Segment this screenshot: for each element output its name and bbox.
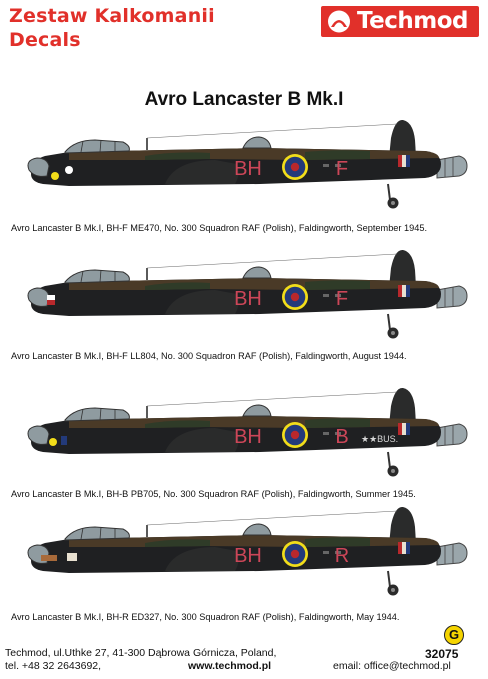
footer-email[interactable]: email: office@techmod.pl: [333, 660, 451, 672]
aircraft-2-caption: Avro Lancaster B Mk.I, BH-F LL804, No. 3…: [11, 351, 407, 361]
scale-badge: G: [444, 625, 464, 645]
header-title-line2: Decals: [9, 29, 81, 51]
footer-website-link[interactable]: www.techmod.pl: [188, 660, 272, 672]
aircraft-profile-4: BH R: [27, 505, 468, 597]
catalog-number: 32075: [425, 647, 459, 661]
aircraft-2-nose-flag-red-icon: [47, 300, 55, 305]
aircraft-4-code-left: BH: [234, 545, 262, 567]
brand-name: Techmod: [357, 8, 468, 34]
aircraft-1-code-left: BH: [234, 158, 262, 180]
aircraft-1-code-right: F: [336, 158, 348, 180]
aircraft-4-nose-badge-icon: [67, 553, 77, 561]
aircraft-2-code-right: F: [336, 288, 348, 310]
aircraft-3-nose-shield-icon: [61, 436, 67, 445]
aircraft-4-code-right: R: [335, 545, 349, 567]
aircraft-profile-3: BH B ★★BUS.: [27, 386, 468, 478]
aircraft-3-caption: Avro Lancaster B Mk.I, BH-B PB705, No. 3…: [11, 489, 416, 499]
aircraft-3-code-left: BH: [234, 426, 262, 448]
footer-phone: tel. +48 32 2643692,: [5, 660, 102, 672]
aircraft-4-caption: Avro Lancaster B Mk.I, BH-R ED327, No. 3…: [11, 612, 400, 622]
aircraft-3-code-right: B: [335, 426, 348, 448]
footer-address: Techmod, ul.Uthke 27, 41-300 Dąbrowa Gór…: [5, 647, 277, 659]
aircraft-1-nose-badge-icon: [65, 166, 73, 174]
header-title: Zestaw Kalkomanii Decals: [9, 4, 215, 52]
aircraft-profile-1: BH F: [27, 118, 468, 210]
aircraft-3-nose-emblem-icon: [49, 438, 57, 446]
aircraft-3-nose-art: ★★BUS.: [361, 434, 398, 444]
aircraft-profile-2: BH F: [27, 248, 468, 340]
aircraft-2-code-left: BH: [234, 288, 262, 310]
techmod-logo-icon: [328, 10, 350, 33]
brand-logo: Techmod: [321, 6, 479, 37]
header-title-line1: Zestaw Kalkomanii: [9, 5, 215, 27]
aircraft-1-caption: Avro Lancaster B Mk.I, BH-F ME470, No. 3…: [11, 223, 428, 233]
aircraft-1-nose-emblem-icon: [51, 172, 59, 180]
sheet-title: Avro Lancaster B Mk.I: [144, 89, 344, 110]
aircraft-4-nose-art-icon: [41, 555, 57, 561]
aircraft-2-nose-flag-icon: [47, 295, 55, 300]
